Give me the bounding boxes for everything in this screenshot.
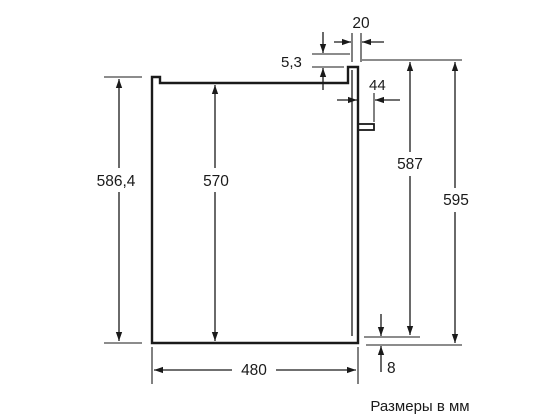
dimension-height-left: 586,4	[80, 76, 148, 344]
label-height-total: 595	[443, 192, 469, 209]
label-height-inner: 570	[203, 173, 229, 190]
label-height-left: 586,4	[97, 173, 136, 190]
label-bottom-offset: 8	[387, 360, 396, 377]
dimension-height-inner: 570	[194, 85, 238, 341]
dimension-depth-handle: 44	[337, 77, 400, 122]
label-width-top: 20	[352, 15, 370, 32]
caption: Размеры в мм	[370, 398, 469, 415]
dimension-bottom-offset: 8	[377, 314, 396, 377]
oven-handle	[357, 123, 375, 131]
label-door-gap: 5,3	[281, 54, 302, 71]
label-height-front: 587	[397, 156, 423, 173]
dimension-height-total: 595	[366, 59, 478, 346]
dimension-door-gap: 5,3	[281, 32, 350, 90]
label-width-bottom: 480	[241, 362, 267, 379]
label-depth-handle: 44	[369, 77, 386, 94]
dimension-width-bottom: 480	[151, 347, 359, 384]
dimension-height-front: 587	[362, 59, 431, 338]
dimension-width-top: 20	[334, 15, 384, 62]
oven-body-outline	[150, 65, 375, 345]
